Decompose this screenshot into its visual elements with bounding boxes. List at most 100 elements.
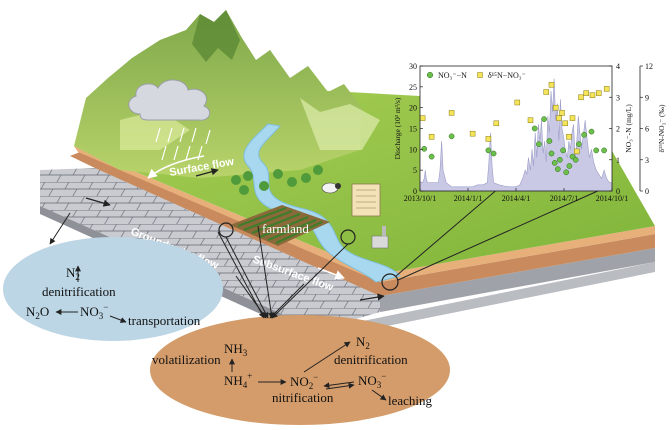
right1-axis-tick-label: 2: [616, 125, 620, 134]
mountain-highlight: [300, 98, 380, 150]
d15n-point: [583, 90, 589, 96]
d15n-point: [552, 104, 559, 111]
farmland-plot: [230, 205, 330, 246]
building-icon: [351, 183, 381, 217]
blue-n2o: N2O: [26, 304, 49, 321]
sheep-icon: [321, 182, 341, 194]
arrow-no2-to-no3: [325, 382, 355, 390]
right2-axis-tick-label: 9: [645, 93, 649, 102]
orange-n2: N2: [356, 334, 370, 351]
legend-d15n-marker: [477, 72, 483, 78]
d15n-point: [527, 117, 534, 123]
groundwater-arrow-left: [85, 197, 111, 207]
leader-line-chart-right: [397, 189, 601, 281]
left-axis-tick-label: 15: [409, 125, 417, 134]
d15n-point: [428, 134, 435, 140]
orange-leaching: leaching: [388, 393, 433, 408]
no3-n-point: [560, 147, 566, 154]
d15n-point: [548, 82, 555, 88]
d15n-point: [448, 110, 455, 116]
no3-n-point: [588, 128, 595, 135]
orange-nh3: NH3: [224, 341, 248, 358]
d15n-point: [574, 148, 580, 155]
groundwater-arrow-right: [359, 293, 385, 301]
legend-d15n-label: δ¹⁵N−NO₃⁻: [488, 71, 526, 80]
right2-axis-label: δ¹⁵N-NO₃⁻ (‰): [657, 104, 666, 153]
no3-n-point: [421, 145, 428, 152]
no3-n-point: [576, 141, 582, 147]
farmland-rows: [237, 206, 323, 245]
d15n-point: [469, 130, 476, 137]
right1-axis-tick-label: 3: [616, 93, 620, 102]
no3-n-point: [448, 133, 455, 140]
d15n-point: [566, 134, 572, 140]
rain-cloud-icon: [128, 79, 211, 161]
x-axis-tick-label: 2013/10/1: [404, 194, 436, 203]
orange-denitrification: denitrification: [334, 352, 408, 367]
right1-axis-label: NO₃⁻-N (mg/L): [624, 104, 633, 153]
d15n-point: [485, 136, 492, 142]
left-axis-tick-label: 0: [413, 187, 417, 196]
blue-no3: NO3−: [80, 302, 108, 321]
d15n-point: [569, 115, 576, 121]
d15n-point: [562, 120, 568, 127]
left-axis-tick-label: 5: [413, 166, 417, 175]
legend-no3-marker: [426, 71, 434, 79]
surface-arrow-mid: [195, 168, 219, 177]
right2-axis-tick-label: 3: [645, 156, 649, 165]
x-axis-tick-label: 2014/7/1: [550, 194, 578, 203]
bedrock-wall: [40, 168, 380, 330]
no3-n-point: [428, 153, 435, 160]
d15n-point: [543, 89, 549, 95]
left-axis-tick-label: 25: [409, 83, 417, 92]
orange-nitrification: nitrification: [272, 390, 334, 405]
right2-axis-tick-label: 6: [645, 125, 649, 134]
orange-no3: NO3−: [358, 371, 386, 390]
arrow-no3-to-transport: [109, 315, 127, 323]
no3-n-point: [531, 125, 538, 132]
no3-n-point: [581, 131, 587, 138]
orange-nh4: NH4+: [224, 371, 252, 390]
d15n-point: [514, 99, 521, 106]
left-axis-tick-label: 30: [409, 62, 417, 71]
no3-n-point: [536, 141, 542, 147]
groundwater-ellipse: [3, 237, 223, 341]
x-axis-tick-label: 2014/10/1: [596, 194, 628, 203]
no3-n-point: [566, 163, 573, 169]
soil-ellipse: [150, 315, 450, 425]
bedrock-front-edge: [318, 262, 655, 340]
no3-n-point: [563, 169, 570, 176]
no3-n-point: [490, 150, 497, 157]
soil-layer-brown: [70, 152, 655, 296]
d15n-point: [559, 110, 565, 116]
groundwater-process-box: N2 denitrification N2O NO3− transportati…: [3, 212, 223, 341]
left-axis-label: Discharge (10³ m³/s): [393, 97, 402, 159]
blue-transportation: transportation: [128, 313, 201, 328]
arrow-no3-to-leaching: [371, 389, 387, 401]
sample-point-outlet: [381, 273, 399, 291]
right2-axis-tick-label: 0: [645, 187, 649, 196]
d15n-point: [596, 90, 602, 96]
soil-process-box: NH3 volatilization NH4+ NO2− nitrificati…: [150, 225, 450, 425]
right2-axis-tick-label: 12: [645, 62, 653, 71]
no3-n-point: [541, 116, 547, 122]
no3-n-point: [557, 156, 563, 163]
left-axis-tick-label: 20: [409, 104, 417, 113]
tree-cluster: [231, 165, 323, 195]
leader-line-groundwater: [49, 212, 71, 245]
no3-n-point: [572, 156, 579, 163]
x-axis-tick-label: 2014/1/1: [454, 194, 482, 203]
farmland-label: farmland: [262, 221, 309, 236]
right1-axis-tick-label: 0: [616, 187, 620, 196]
no3-n-point: [548, 150, 555, 157]
arrow-no3-to-no2: [323, 381, 355, 389]
orange-no2: NO2−: [290, 372, 318, 391]
d15n-point: [603, 86, 610, 92]
d15n-point: [556, 115, 562, 121]
blue-denitrification: denitrification: [42, 284, 116, 299]
d15n-point: [589, 92, 596, 98]
mountain-peak-shade: [192, 10, 240, 62]
